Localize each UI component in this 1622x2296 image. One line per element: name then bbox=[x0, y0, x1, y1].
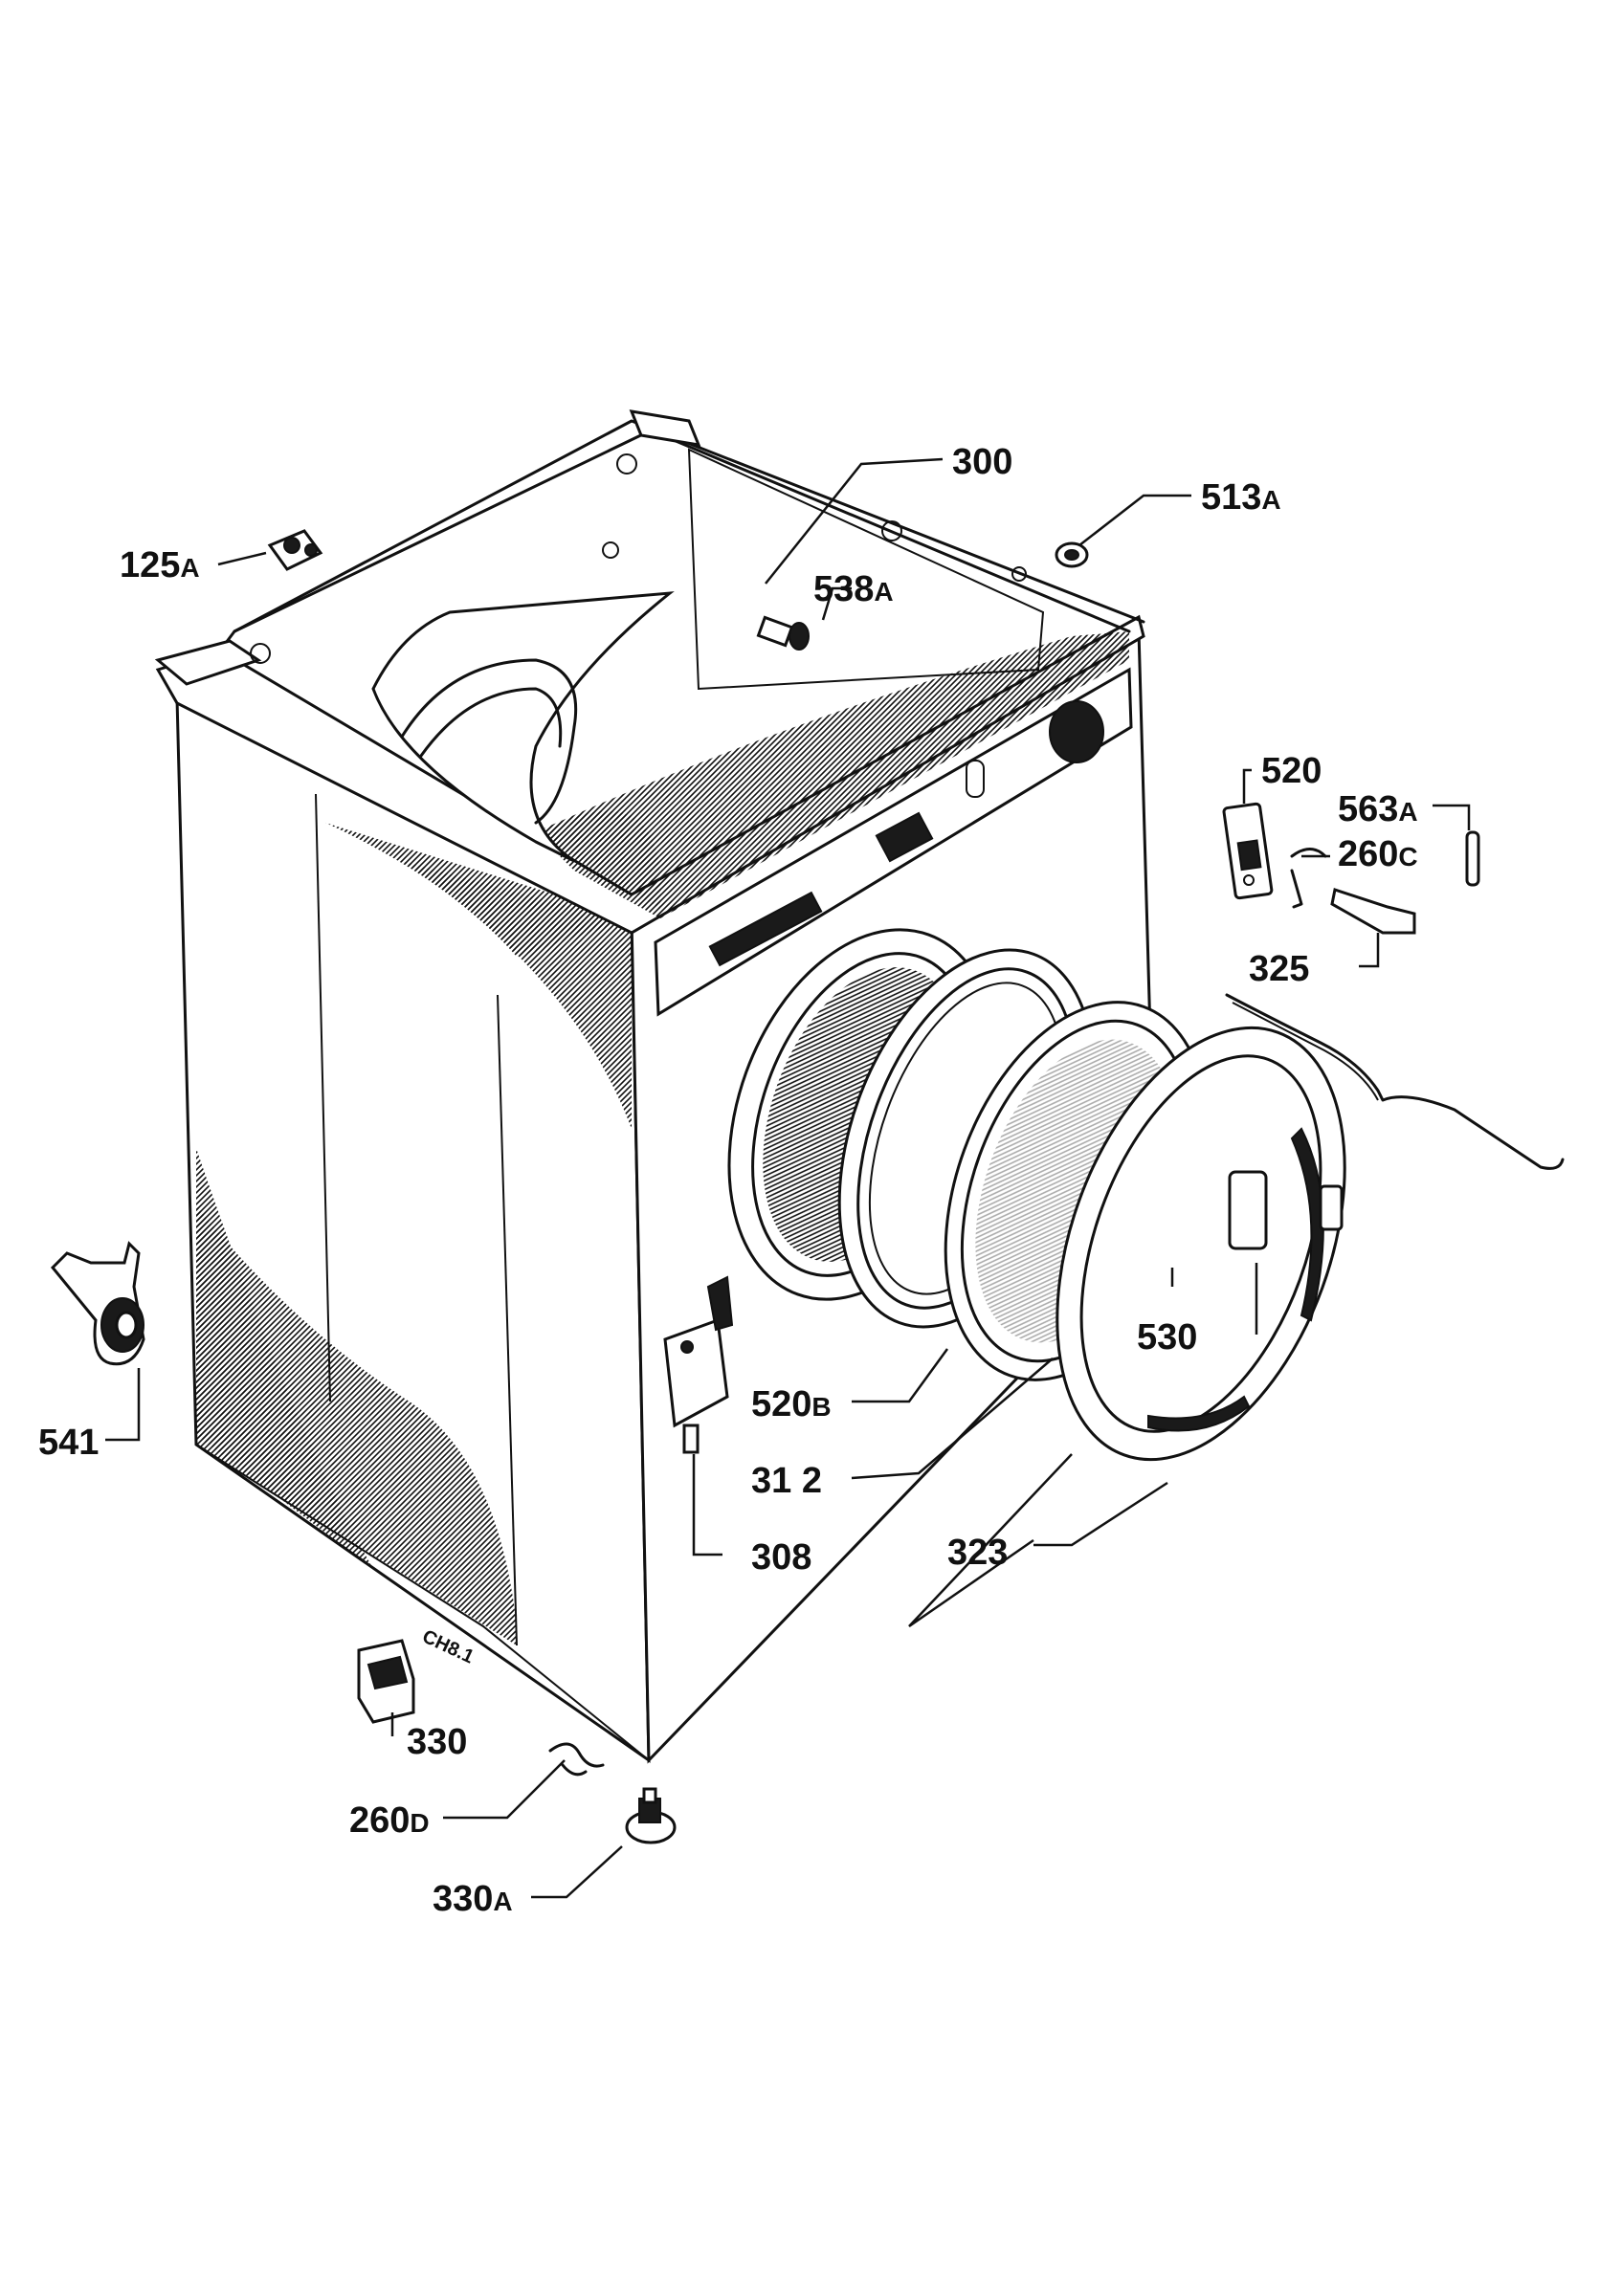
lever-325 bbox=[1330, 888, 1416, 935]
clip-260d bbox=[548, 1742, 605, 1777]
foot-330 bbox=[357, 1639, 415, 1724]
spring-260c bbox=[1290, 848, 1327, 909]
label-563a: 563A bbox=[1338, 789, 1418, 829]
label-308: 308 bbox=[751, 1537, 811, 1578]
label-125a: 125A bbox=[120, 545, 200, 585]
cable-325 bbox=[1225, 993, 1565, 1170]
label-325: 325 bbox=[1249, 949, 1309, 989]
grommet-513a bbox=[1055, 541, 1089, 568]
label-300: 300 bbox=[952, 442, 1012, 482]
cabinet-300 bbox=[154, 409, 1158, 1764]
label-330: 330 bbox=[407, 1722, 467, 1762]
pin-563a bbox=[1465, 830, 1480, 887]
part-labels: 300 513A 125A 538A 520 563A 260C 325 530… bbox=[38, 442, 1418, 1919]
door-outer-frame-323 bbox=[1055, 1026, 1346, 1462]
door-hinge-308 bbox=[663, 1275, 734, 1454]
label-260c: 260C bbox=[1338, 834, 1418, 874]
label-538a: 538A bbox=[813, 569, 894, 609]
label-520: 520 bbox=[1261, 751, 1322, 791]
label-330a: 330A bbox=[433, 1879, 513, 1919]
pump-541 bbox=[50, 1241, 145, 1366]
label-520b: 520B bbox=[751, 1384, 832, 1424]
label-513a: 513A bbox=[1201, 477, 1281, 518]
lock-520 bbox=[1222, 802, 1274, 900]
screw-538a bbox=[756, 615, 810, 651]
label-323: 323 bbox=[947, 1533, 1008, 1573]
label-530: 530 bbox=[1137, 1317, 1197, 1358]
foot-330a bbox=[625, 1787, 677, 1844]
leader-lines bbox=[105, 457, 1471, 1899]
label-260d: 260D bbox=[349, 1800, 430, 1841]
label-541: 541 bbox=[38, 1423, 99, 1463]
label-312: 31 2 bbox=[751, 1461, 822, 1501]
clip-125a bbox=[267, 529, 323, 571]
